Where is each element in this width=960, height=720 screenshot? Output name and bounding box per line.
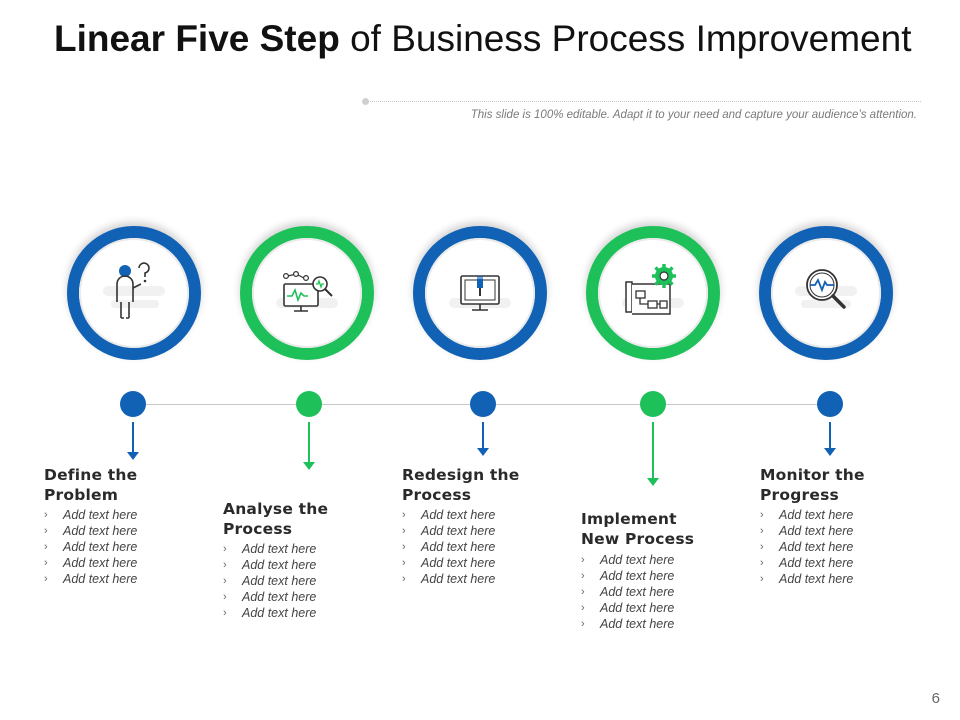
step-5-circle <box>759 226 893 360</box>
list-item: ›Add text here <box>581 617 675 631</box>
step-2-dot <box>296 391 322 417</box>
page-number: 6 <box>931 690 940 707</box>
step-1-circle <box>67 226 201 360</box>
list-item: ›Add text here <box>402 508 496 522</box>
step-5-title: Monitor the Progress <box>760 466 865 504</box>
list-item: ›Add text here <box>223 606 317 620</box>
step-3-dot <box>470 391 496 417</box>
list-item: ›Add text here <box>760 556 854 570</box>
list-item: ›Add text here <box>44 540 138 554</box>
step-1-list: ›Add text here ›Add text here ›Add text … <box>44 507 194 587</box>
step-1-title: Define the Problem <box>44 466 138 504</box>
slide-title: Linear Five Step of Business Process Imp… <box>54 16 914 61</box>
title-bold: Linear Five Step <box>54 18 340 59</box>
list-item: ›Add text here <box>402 524 496 538</box>
list-item: ›Add text here <box>223 542 317 556</box>
step-2-title: Analyse the Process <box>223 500 329 538</box>
list-item: ›Add text here <box>760 572 854 586</box>
step-4-title: Implement New Process <box>581 510 695 548</box>
step-4-circle <box>586 226 720 360</box>
step-1-dot <box>120 391 146 417</box>
list-item: ›Add text here <box>760 524 854 538</box>
subtitle-divider <box>366 101 921 102</box>
person-question-icon <box>103 262 165 319</box>
list-item: ›Add text here <box>44 556 138 570</box>
step-4-list: ›Add text here ›Add text here ›Add text … <box>581 552 731 632</box>
step-5-dot <box>817 391 843 417</box>
list-item: ›Add text here <box>223 590 317 604</box>
step-2-circle <box>240 226 374 360</box>
step-3-title: Redesign the Process <box>402 466 520 504</box>
list-item: ›Add text here <box>760 540 854 554</box>
blueprint-gear-icon <box>622 264 684 315</box>
step-4-dot <box>640 391 666 417</box>
subtitle-dot <box>362 98 369 105</box>
step-5-list: ›Add text here ›Add text here ›Add text … <box>760 507 910 587</box>
list-item: ›Add text here <box>402 556 496 570</box>
list-item: ›Add text here <box>402 572 496 586</box>
list-item: ›Add text here <box>44 508 138 522</box>
list-item: ›Add text here <box>402 540 496 554</box>
monitor-brush-icon <box>449 275 511 311</box>
step-3-list: ›Add text here ›Add text here ›Add text … <box>402 507 552 587</box>
list-item: ›Add text here <box>44 572 138 586</box>
list-item: ›Add text here <box>760 508 854 522</box>
list-item: ›Add text here <box>223 574 317 588</box>
list-item: ›Add text here <box>581 553 675 567</box>
monitor-analysis-icon <box>276 271 338 312</box>
slide-subtitle: This slide is 100% editable. Adapt it to… <box>470 109 917 121</box>
list-item: ›Add text here <box>581 601 675 615</box>
title-rest: of Business Process Improvement <box>339 18 912 59</box>
list-item: ›Add text here <box>581 569 675 583</box>
magnifier-pulse-icon <box>795 269 857 309</box>
list-item: ›Add text here <box>223 558 317 572</box>
step-2-list: ›Add text here ›Add text here ›Add text … <box>223 541 373 621</box>
list-item: ›Add text here <box>44 524 138 538</box>
step-3-circle <box>413 226 547 360</box>
list-item: ›Add text here <box>581 585 675 599</box>
